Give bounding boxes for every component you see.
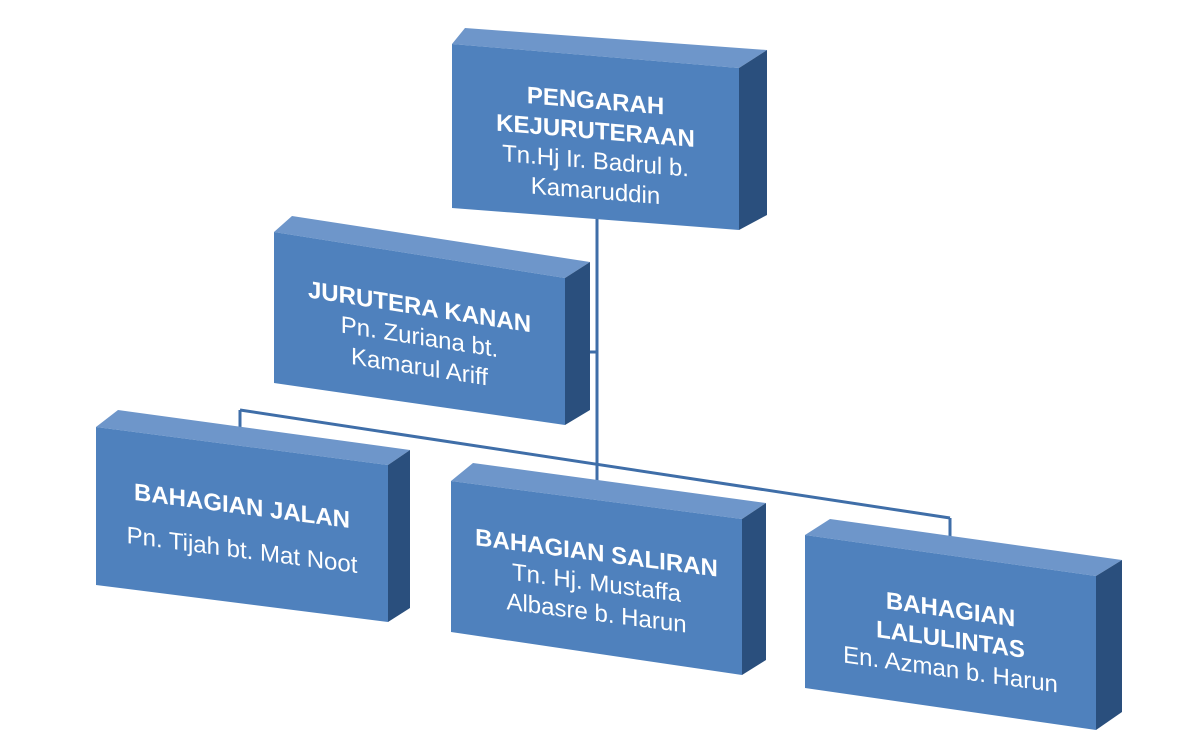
node-traffic-side [1096, 560, 1122, 730]
node-senior-engineer-side [565, 262, 590, 425]
node-director-front [452, 44, 739, 230]
node-director [452, 28, 767, 230]
node-director-top [452, 28, 767, 68]
node-director-side [739, 50, 767, 230]
node-roads-front [96, 427, 388, 622]
node-drainage-front [451, 481, 742, 675]
node-roads [96, 410, 410, 622]
node-traffic-top [805, 519, 1122, 576]
node-senior-engineer [274, 216, 590, 425]
node-drainage-top [451, 463, 766, 519]
node-drainage [451, 463, 766, 675]
connector-bus-line [239, 408, 951, 520]
node-roads-top [96, 410, 410, 465]
node-traffic [805, 519, 1122, 730]
node-roads-side [388, 450, 410, 622]
node-senior-engineer-front [274, 232, 565, 425]
node-traffic-front [805, 535, 1096, 730]
node-drainage-side [742, 503, 766, 675]
node-senior-engineer-top [274, 216, 590, 278]
